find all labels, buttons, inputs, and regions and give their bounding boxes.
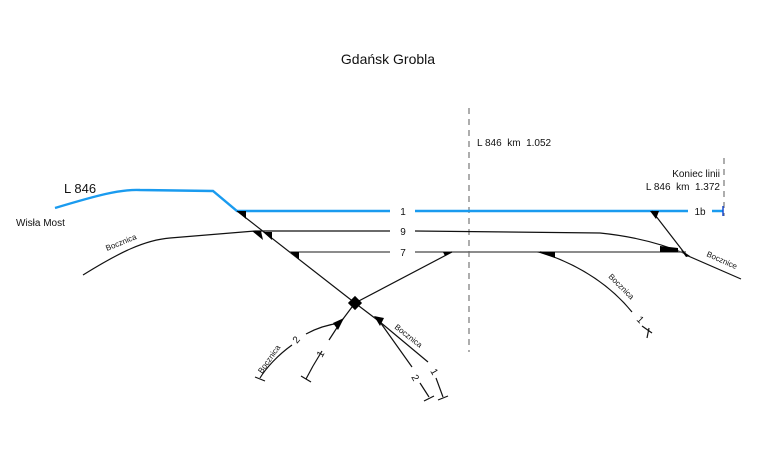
track-7-label: 7 [400,248,406,259]
siding-lower-right-1 [379,321,444,398]
buffer-stop [437,395,449,401]
track-1-label: 1 [400,207,406,218]
right-mid-track-1-label: 1 [634,314,646,326]
siding-lower-right-2 [379,321,430,398]
siding-track-1-end [305,365,314,380]
track-9 [255,230,687,255]
main-line-l846 [54,188,723,213]
station-left-label: Wisła Most [16,218,65,229]
siding-right-end [651,210,742,280]
siding-right-mid-end [641,325,653,334]
lower-right-track-1-label: 1 [427,367,440,378]
siding-right-end-label: Bocznice [705,250,739,272]
siding-lower-left-label: Bocznica [256,343,282,375]
track-9-label: 9 [400,227,406,238]
lower-left-track-1-label: 1 [315,349,328,360]
line-label: L 846 [64,181,96,196]
buffer-stop [254,376,266,382]
crossing-line [312,251,453,367]
end-of-line-label: Koniec linii [672,169,720,180]
buffer-stop [646,327,650,339]
buffer-stop [300,375,312,383]
siding-left-upper-label: Bocznica [104,232,138,253]
station-title: Gdańsk Grobla [341,51,435,67]
switch-markers [237,211,690,330]
end-of-line-km: L 846 km 1.372 [646,182,721,193]
siding-right-mid-label: Bocznica [607,272,637,302]
lower-left-track-2-label: 2 [291,334,303,346]
siding-left-upper [82,230,256,276]
km-marker-label: L 846 km 1.052 [477,138,552,149]
lower-right-track-2-label: 2 [408,373,421,384]
buffer-stop [423,395,435,402]
track-1b-label: 1b [694,207,706,218]
